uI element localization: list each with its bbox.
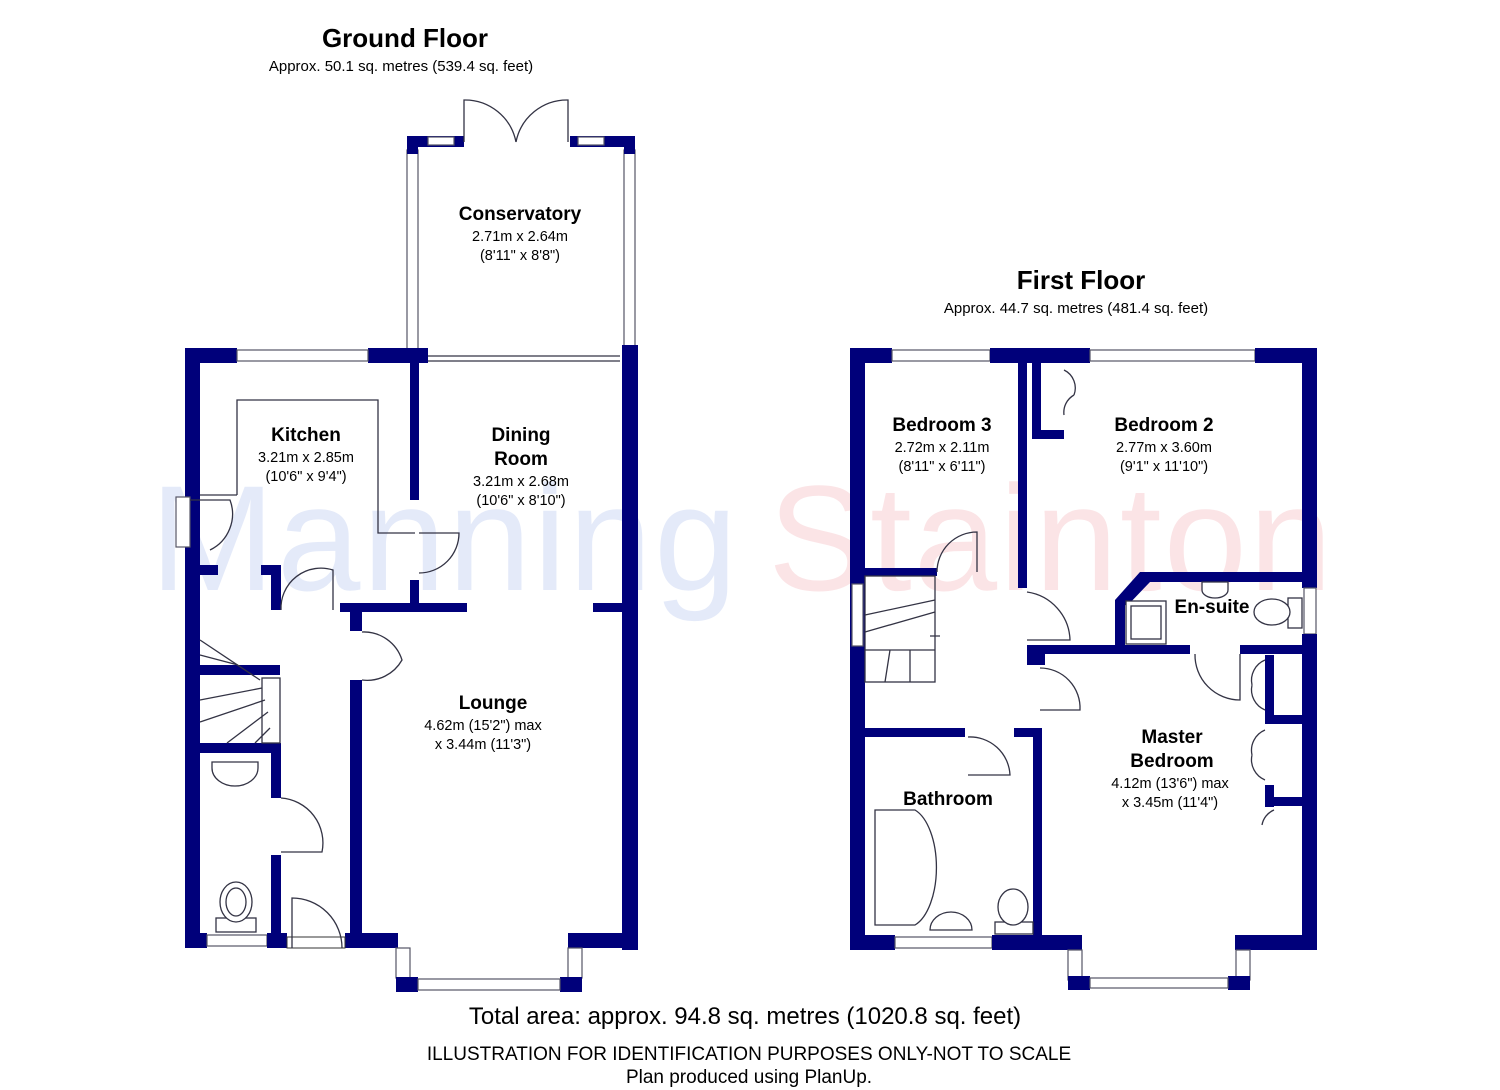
bedroom2-label: Bedroom 2 (1114, 415, 1213, 436)
hall-lounge-wall (350, 680, 362, 935)
ground-floor-area: Approx. 50.1 sq. metres (539.4 sq. feet) (269, 58, 533, 75)
bedroom2-dim-imperial: (9'1" x 11'10") (1120, 459, 1208, 475)
first-stairs (864, 575, 936, 683)
conservatory-left-glazing (406, 149, 419, 353)
first-floor-title: First Floor (1017, 265, 1146, 295)
disclaimer: ILLUSTRATION FOR IDENTIFICATION PURPOSES… (427, 1044, 1071, 1065)
ensuite-door (1194, 653, 1241, 701)
bathroom-label: Bathroom (903, 789, 993, 810)
master-wardrobe-2 (1250, 729, 1266, 781)
bath-tub (874, 809, 938, 926)
ground-floor-plan (175, 99, 638, 992)
dining-door (418, 532, 460, 574)
master-bay-window (1089, 977, 1229, 989)
bathroom-door (967, 736, 1011, 776)
wc-window (206, 934, 268, 947)
bathroom-top-wall (865, 728, 965, 737)
bedroom3-dim-imperial: (8'11" x 6'11") (898, 459, 985, 475)
first-east-wall-lower (1302, 634, 1317, 950)
first-west-wall (850, 348, 865, 948)
master-label-line2: Bedroom (1130, 751, 1213, 772)
wc-door (280, 797, 324, 853)
total-area: Total area: approx. 94.8 sq. metres (102… (469, 1003, 1021, 1030)
kitchen-worktop (236, 399, 415, 534)
kitchen-hall-door (280, 567, 334, 611)
ensuite-label: En-suite (1175, 597, 1250, 618)
ground-stairs (199, 639, 271, 744)
ensuite-top-wall (1140, 572, 1302, 582)
dining-label-line2: Room (494, 449, 548, 470)
landing-window (851, 583, 864, 647)
bedroom2-door (1026, 591, 1071, 641)
conservatory-dim-metric: 2.71m x 2.64m (472, 229, 568, 245)
bedroom2-dim-metric: 2.77m x 3.60m (1116, 440, 1212, 456)
dining-label-line1: Dining (491, 425, 550, 446)
kitchen-label: Kitchen (271, 425, 341, 446)
first-east-wall-upper (1302, 348, 1317, 588)
master-label-line1: Master (1141, 727, 1203, 748)
conservatory-right-glazing (623, 149, 636, 349)
ensuite-basin (1201, 581, 1229, 599)
conservatory-french-door-right (515, 99, 569, 143)
bedroom2-wardrobe (1063, 369, 1076, 416)
wc-basin (211, 761, 259, 787)
bedroom3-window (891, 349, 991, 362)
bathroom-window (894, 936, 993, 949)
bathroom-master-wall (1033, 728, 1042, 938)
kitchen-side-door (190, 499, 234, 551)
plan-credit: Plan produced using PlanUp. (626, 1067, 872, 1088)
lounge-bay-window (417, 978, 561, 991)
master-dim-metric: 4.12m (13'6") max (1111, 776, 1229, 792)
first-floor-plan (850, 348, 1317, 990)
bedroom3-door (936, 531, 978, 573)
kitchen-window (236, 349, 369, 362)
conservatory-dim-imperial: (8'11" x 8'8") (480, 248, 560, 264)
ensuite-window (1303, 587, 1317, 635)
lounge-dim-imperial: x 3.44m (11'3") (435, 737, 531, 753)
dining-dim-imperial: (10'6" x 8'10") (476, 493, 565, 509)
conservatory-label: Conservatory (459, 204, 582, 225)
lounge-label: Lounge (459, 693, 528, 714)
master-door (1039, 667, 1081, 711)
front-door (291, 897, 343, 949)
lounge-dim-metric: 4.62m (15'2") max (424, 718, 542, 734)
bedroom3-dim-metric: 2.72m x 2.11m (895, 440, 990, 456)
watermark-manning: Manning (150, 454, 739, 622)
master-wardrobe-1 (1250, 659, 1266, 711)
kitchen-dim-imperial: (10'6" x 9'4") (265, 469, 346, 485)
first-floor-area: Approx. 44.7 sq. metres (481.4 sq. feet) (944, 300, 1208, 317)
bedroom2-window (1089, 349, 1256, 362)
bathroom-toilet (997, 888, 1029, 926)
master-wardrobe-3 (1261, 809, 1275, 826)
kitchen-dim-metric: 3.21m x 2.85m (258, 450, 354, 466)
bathroom-basin (929, 911, 973, 931)
ground-floor-title: Ground Floor (322, 23, 488, 53)
bedroom3-label: Bedroom 3 (892, 415, 991, 436)
ground-west-wall (185, 348, 200, 948)
lounge-door (361, 631, 403, 681)
dining-dim-metric: 3.21m x 2.68m (473, 474, 569, 490)
ground-east-wall (622, 345, 638, 950)
conservatory-french-door-left (463, 99, 517, 143)
master-dim-imperial: x 3.45m (11'4") (1122, 795, 1218, 811)
ensuite-toilet (1253, 598, 1291, 626)
kitchen-dining-wall (410, 355, 419, 500)
bedroom3-bedroom2-wall (1018, 362, 1027, 580)
